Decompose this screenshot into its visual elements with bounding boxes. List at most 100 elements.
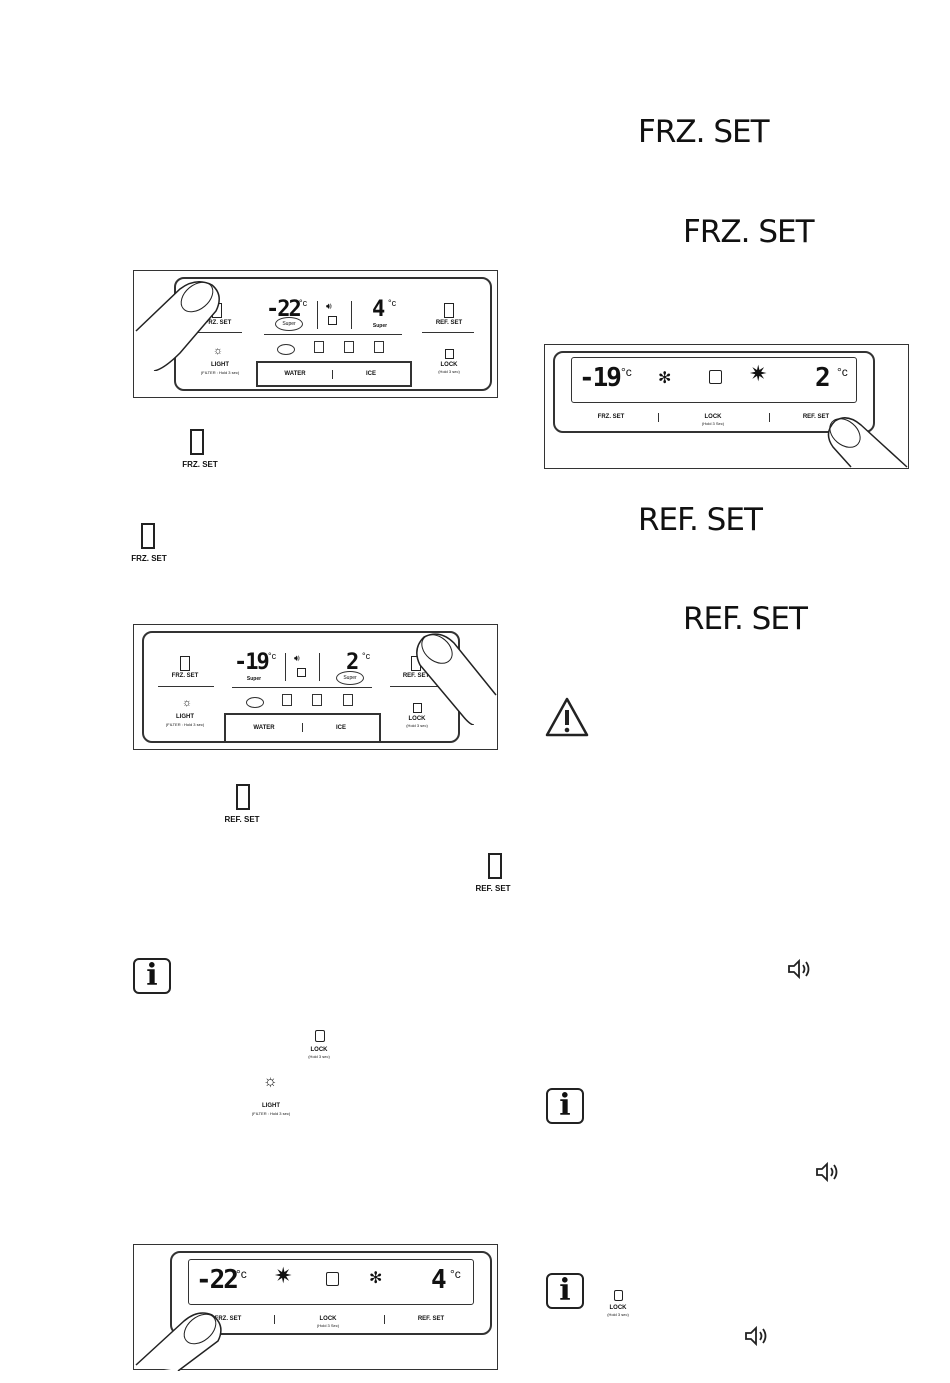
speaker-icon: 🔊︎ (294, 653, 300, 663)
lock-icon-sub-label: (Hold 3 sec) (607, 1312, 629, 1317)
super-freeze-label: Super (282, 321, 296, 327)
door-icon (180, 656, 190, 671)
super-cool-label: Super (372, 323, 388, 329)
crushed-ice-icon (343, 694, 353, 706)
display-window (188, 1259, 474, 1305)
heading-ref-set-1: REF. SET (638, 502, 763, 538)
frz-set-label: FRZ. SET (204, 320, 232, 326)
frz-set-icon-label: FRZ. SET (131, 554, 167, 563)
display-window (571, 357, 857, 403)
lock-icon (445, 349, 454, 359)
snowflake-icon: ✻ (369, 1270, 383, 1287)
lock-icon (297, 668, 306, 677)
light-sub-label: (FILTER : Hold 3 sec) (200, 370, 240, 375)
lock-icon (326, 1272, 339, 1286)
heading-frz-set-2: FRZ. SET (683, 214, 815, 250)
fridge-temp-display: 2 (815, 363, 831, 393)
fridge-unit: °c (450, 1267, 461, 1281)
door-icon (190, 429, 204, 455)
freezer-temp-display: -19 (234, 650, 270, 675)
control-panel-1: FRZ. SET -22 °c Super 🔊︎ 4 °c Super REF.… (133, 270, 498, 398)
dispenser-pad[interactable] (256, 361, 412, 387)
super-freeze-burst: Super (275, 317, 303, 331)
heading-frz-set-1: FRZ. SET (638, 114, 770, 150)
info-icon: i (546, 1088, 584, 1124)
cubed-ice-icon (344, 341, 354, 353)
dispenser-pad[interactable] (224, 713, 381, 743)
lock-icon (315, 1030, 325, 1042)
heading-ref-set-2: REF. SET (683, 601, 808, 637)
finger-icon (135, 1312, 222, 1371)
light-sub-label: (FILTER : Hold 3 sec) (165, 722, 205, 727)
freezer-temp-display: -19 (579, 363, 622, 393)
freezer-unit: °c (299, 298, 308, 308)
lock-icon (413, 703, 422, 713)
fridge-unit: °c (362, 651, 371, 661)
freezer-unit: °c (236, 1267, 247, 1281)
speaker-icon (745, 1325, 767, 1347)
ice-button[interactable]: ICE (335, 725, 346, 731)
frz-set-icon-label: FRZ. SET (182, 460, 218, 469)
super-freeze-label: Super (246, 676, 262, 682)
speaker-icon: 🔊︎ (326, 301, 332, 311)
snowflake-icon: ✷ (749, 361, 768, 386)
super-cool-label: Super (343, 675, 357, 681)
finger-icon (416, 633, 497, 725)
frz-set-label[interactable]: FRZ. SET (214, 1316, 242, 1322)
light-bulb-icon: ☼ (182, 697, 193, 709)
door-icon (141, 523, 155, 549)
control-panel-3: -22 °c ✷ ✻ 4 °c FRZ. SET LOCK (Hold 3 Se… (133, 1244, 498, 1371)
warning-icon (545, 697, 589, 737)
ref-set-label: REF. SET (435, 320, 463, 326)
fridge-temp-display: 4 (372, 297, 385, 322)
water-cup-icon (314, 341, 324, 353)
fridge-temp-display: 4 (431, 1265, 447, 1295)
lock-label: LOCK (408, 716, 426, 722)
ice-button[interactable]: ICE (365, 371, 376, 377)
ref-set-label[interactable]: REF. SET (417, 1316, 445, 1322)
dispenser-mode-icon (246, 697, 264, 708)
cubed-ice-icon (312, 694, 322, 706)
light-bulb-icon: ☼ (213, 345, 224, 357)
lock-label[interactable]: LOCK (319, 1316, 337, 1322)
light-bulb-icon: ☼ (263, 1073, 278, 1090)
speaker-icon (816, 1161, 838, 1183)
panel-frame (553, 351, 875, 433)
control-panel-2: FRZ. SET -19 °c Super 🔊︎ 2 °c Super REF.… (133, 624, 498, 750)
ref-set-icon-label: REF. SET (475, 884, 511, 893)
lock-icon-label: LOCK (609, 1305, 627, 1311)
lock-sub-label: (Hold 3 sec) (406, 723, 428, 728)
super-cool-burst: Super (336, 671, 364, 685)
finger-icon (135, 281, 220, 371)
lock-icon-label: LOCK (310, 1047, 328, 1053)
light-label: LIGHT (176, 714, 194, 720)
door-icon (236, 784, 250, 810)
door-icon (488, 853, 502, 879)
speaker-icon (788, 958, 810, 980)
freezer-temp-display: -22 (196, 1265, 239, 1295)
crushed-ice-icon (374, 341, 384, 353)
light-icon-label: LIGHT (262, 1103, 280, 1109)
info-icon: i (133, 958, 171, 994)
door-icon (444, 303, 454, 318)
water-button[interactable]: WATER (253, 725, 275, 731)
fridge-unit: °c (837, 365, 848, 379)
lock-label: LOCK (440, 362, 458, 368)
water-cup-icon (282, 694, 292, 706)
lock-label[interactable]: LOCK (704, 414, 722, 420)
ref-set-label: REF. SET (402, 673, 430, 679)
lock-sub-label: (Hold 3 Sec) (701, 421, 725, 426)
fridge-unit: °c (388, 298, 397, 308)
ref-set-label[interactable]: REF. SET (802, 414, 830, 420)
frz-set-label[interactable]: FRZ. SET (597, 414, 625, 420)
snowflake-icon: ✷ (274, 1263, 293, 1288)
lock-sub-label: (Hold 3 sec) (438, 369, 460, 374)
lock-icon (614, 1290, 623, 1301)
lock-sub-label: (Hold 3 Sec) (316, 1323, 340, 1328)
ref-set-icon-label: REF. SET (224, 815, 260, 824)
freezer-unit: °c (268, 651, 277, 661)
lock-icon (328, 316, 337, 325)
light-label: LIGHT (211, 362, 229, 368)
fridge-temp-display: 2 (346, 650, 359, 675)
water-button[interactable]: WATER (284, 371, 306, 377)
